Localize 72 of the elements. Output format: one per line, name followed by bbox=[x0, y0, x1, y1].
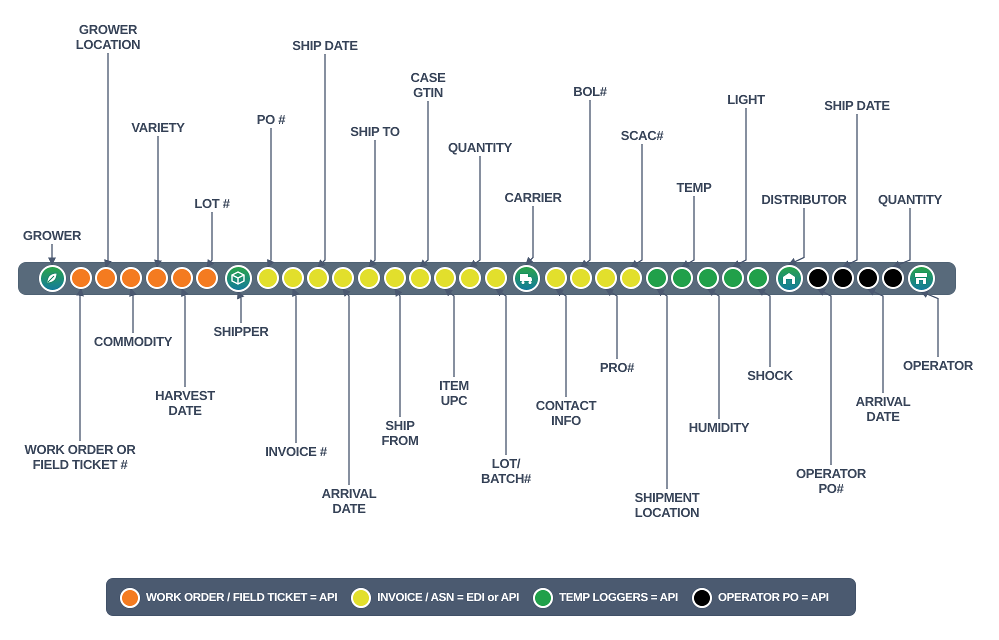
field-label: SCAC# bbox=[614, 128, 670, 143]
leader-arrow bbox=[104, 53, 112, 268]
leader-arrow bbox=[817, 288, 832, 465]
field-label: GROWER bbox=[17, 228, 87, 243]
leader-arrow bbox=[525, 206, 534, 266]
legend-label: INVOICE / ASN = EDI or API bbox=[377, 592, 520, 604]
legend-label: OPERATOR PO = API bbox=[718, 592, 829, 604]
field-label: DISTRIBUTOR bbox=[756, 192, 852, 207]
leader-arrow bbox=[681, 196, 695, 268]
leader-arrow bbox=[495, 288, 507, 455]
leader-arrow bbox=[920, 290, 939, 357]
leader-arrow bbox=[656, 288, 668, 489]
leader-arrow bbox=[317, 54, 326, 268]
leader-arrow bbox=[580, 100, 591, 268]
leader-arrow bbox=[757, 288, 771, 367]
field-label: SHIP DATE bbox=[285, 38, 365, 53]
leader-arrow bbox=[842, 114, 858, 268]
leader-arrow bbox=[605, 288, 618, 359]
field-label: QUANTITY bbox=[442, 140, 518, 155]
leader-arrow bbox=[292, 288, 300, 443]
field-label: TEMP bbox=[669, 180, 719, 195]
legend-label: WORK ORDER / FIELD TICKET = API bbox=[146, 592, 338, 604]
leader-arrow bbox=[788, 208, 805, 266]
field-label: LOT # bbox=[187, 196, 237, 211]
legend-label: TEMP LOGGERS = API bbox=[559, 592, 678, 604]
field-label: SHIP DATE bbox=[817, 98, 897, 113]
leader-arrow bbox=[206, 212, 214, 268]
field-label: SHOCK bbox=[740, 368, 800, 383]
leader-arrow bbox=[48, 244, 56, 266]
field-label: ARRIVAL DATE bbox=[848, 394, 918, 424]
leader-arrow bbox=[892, 208, 911, 268]
field-label: COMMODITY bbox=[88, 334, 178, 349]
field-label: HARVEST DATE bbox=[150, 388, 220, 418]
leader-arrow bbox=[342, 288, 351, 485]
field-label: CONTACT INFO bbox=[531, 398, 601, 428]
field-label: SHIP FROM bbox=[375, 418, 425, 448]
field-label: CASE GTIN bbox=[403, 70, 453, 100]
leader-arrow bbox=[555, 288, 567, 397]
field-label: OPERATOR bbox=[898, 358, 978, 373]
leader-arrow bbox=[707, 288, 720, 419]
field-label: OPERATOR PO# bbox=[791, 466, 871, 496]
leader-arrow bbox=[76, 288, 84, 441]
field-label: SHIPMENT LOCATION bbox=[624, 490, 710, 520]
leader-arrow bbox=[267, 128, 274, 268]
field-label: INVOICE # bbox=[256, 444, 336, 459]
field-label: ITEM UPC bbox=[429, 378, 479, 408]
leader-arrow bbox=[419, 101, 429, 268]
leader-arrow bbox=[630, 144, 643, 268]
field-label: WORK ORDER OR FIELD TICKET # bbox=[18, 442, 142, 472]
field-label: SHIPPER bbox=[206, 324, 276, 339]
leader-arrow bbox=[154, 136, 162, 268]
field-label: ARRIVAL DATE bbox=[314, 486, 384, 516]
field-label: QUANTITY bbox=[872, 192, 948, 207]
leader-arrow bbox=[469, 156, 481, 268]
leader-arrow bbox=[129, 288, 137, 333]
leader-arrow bbox=[394, 288, 402, 417]
field-label: CARRIER bbox=[496, 190, 570, 205]
leader-arrow bbox=[237, 290, 244, 323]
field-label: HUMIDITY bbox=[682, 420, 756, 435]
field-label: SHIP TO bbox=[340, 124, 410, 139]
field-label: LOT/ BATCH# bbox=[476, 456, 536, 486]
field-label: GROWER LOCATION bbox=[68, 22, 148, 52]
field-label: BOL# bbox=[568, 84, 612, 99]
leader-arrow bbox=[368, 140, 377, 268]
field-label: VARIETY bbox=[123, 120, 193, 135]
leader-arrow bbox=[732, 108, 747, 268]
field-label: PO # bbox=[248, 112, 294, 127]
leader-arrow bbox=[181, 288, 188, 387]
leader-arrow bbox=[867, 288, 884, 393]
field-label: PRO# bbox=[594, 360, 640, 375]
field-label: LIGHT bbox=[721, 92, 771, 107]
leader-arrow bbox=[444, 288, 455, 377]
